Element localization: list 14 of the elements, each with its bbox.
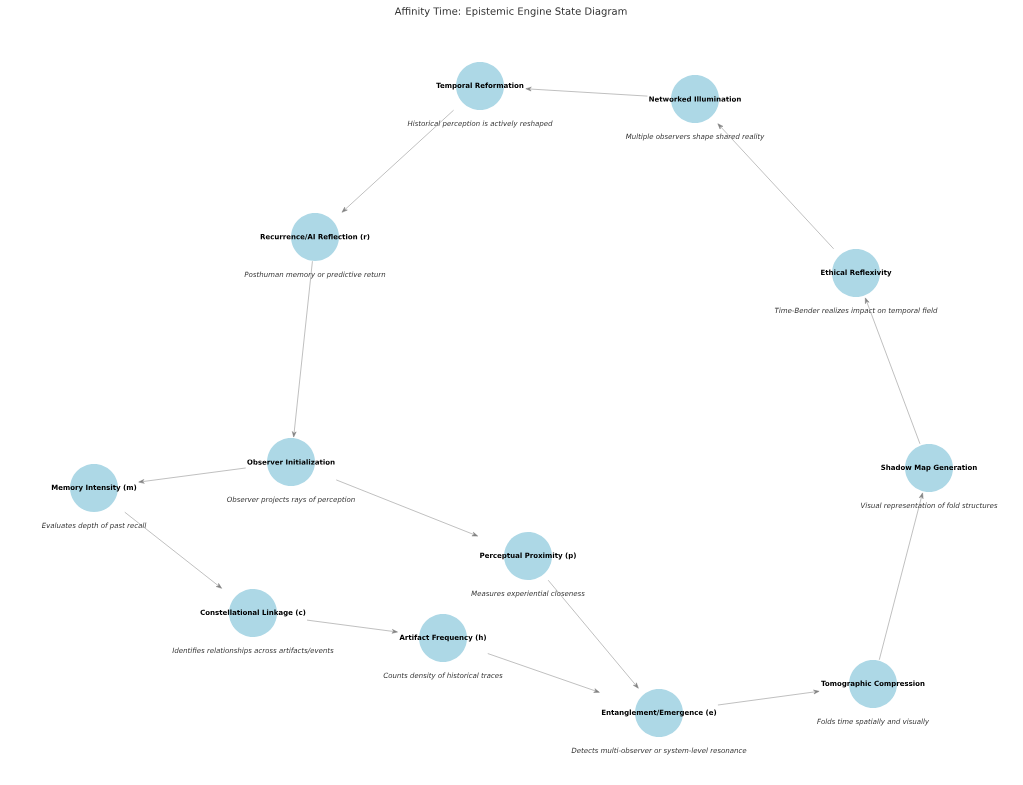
arrow xyxy=(487,653,600,693)
arrow xyxy=(547,579,639,689)
arrow xyxy=(717,689,820,706)
arrow xyxy=(341,109,454,213)
arrow xyxy=(124,511,222,589)
arrow xyxy=(879,492,924,661)
arrow xyxy=(306,619,398,634)
arrow xyxy=(138,467,246,484)
arrow xyxy=(525,86,648,97)
arrow xyxy=(865,297,921,445)
title: Affinity Time: Epistemic Engine State Diagram xyxy=(394,7,627,17)
arrow xyxy=(292,260,313,438)
arrow xyxy=(717,123,834,250)
arrow xyxy=(336,479,478,537)
